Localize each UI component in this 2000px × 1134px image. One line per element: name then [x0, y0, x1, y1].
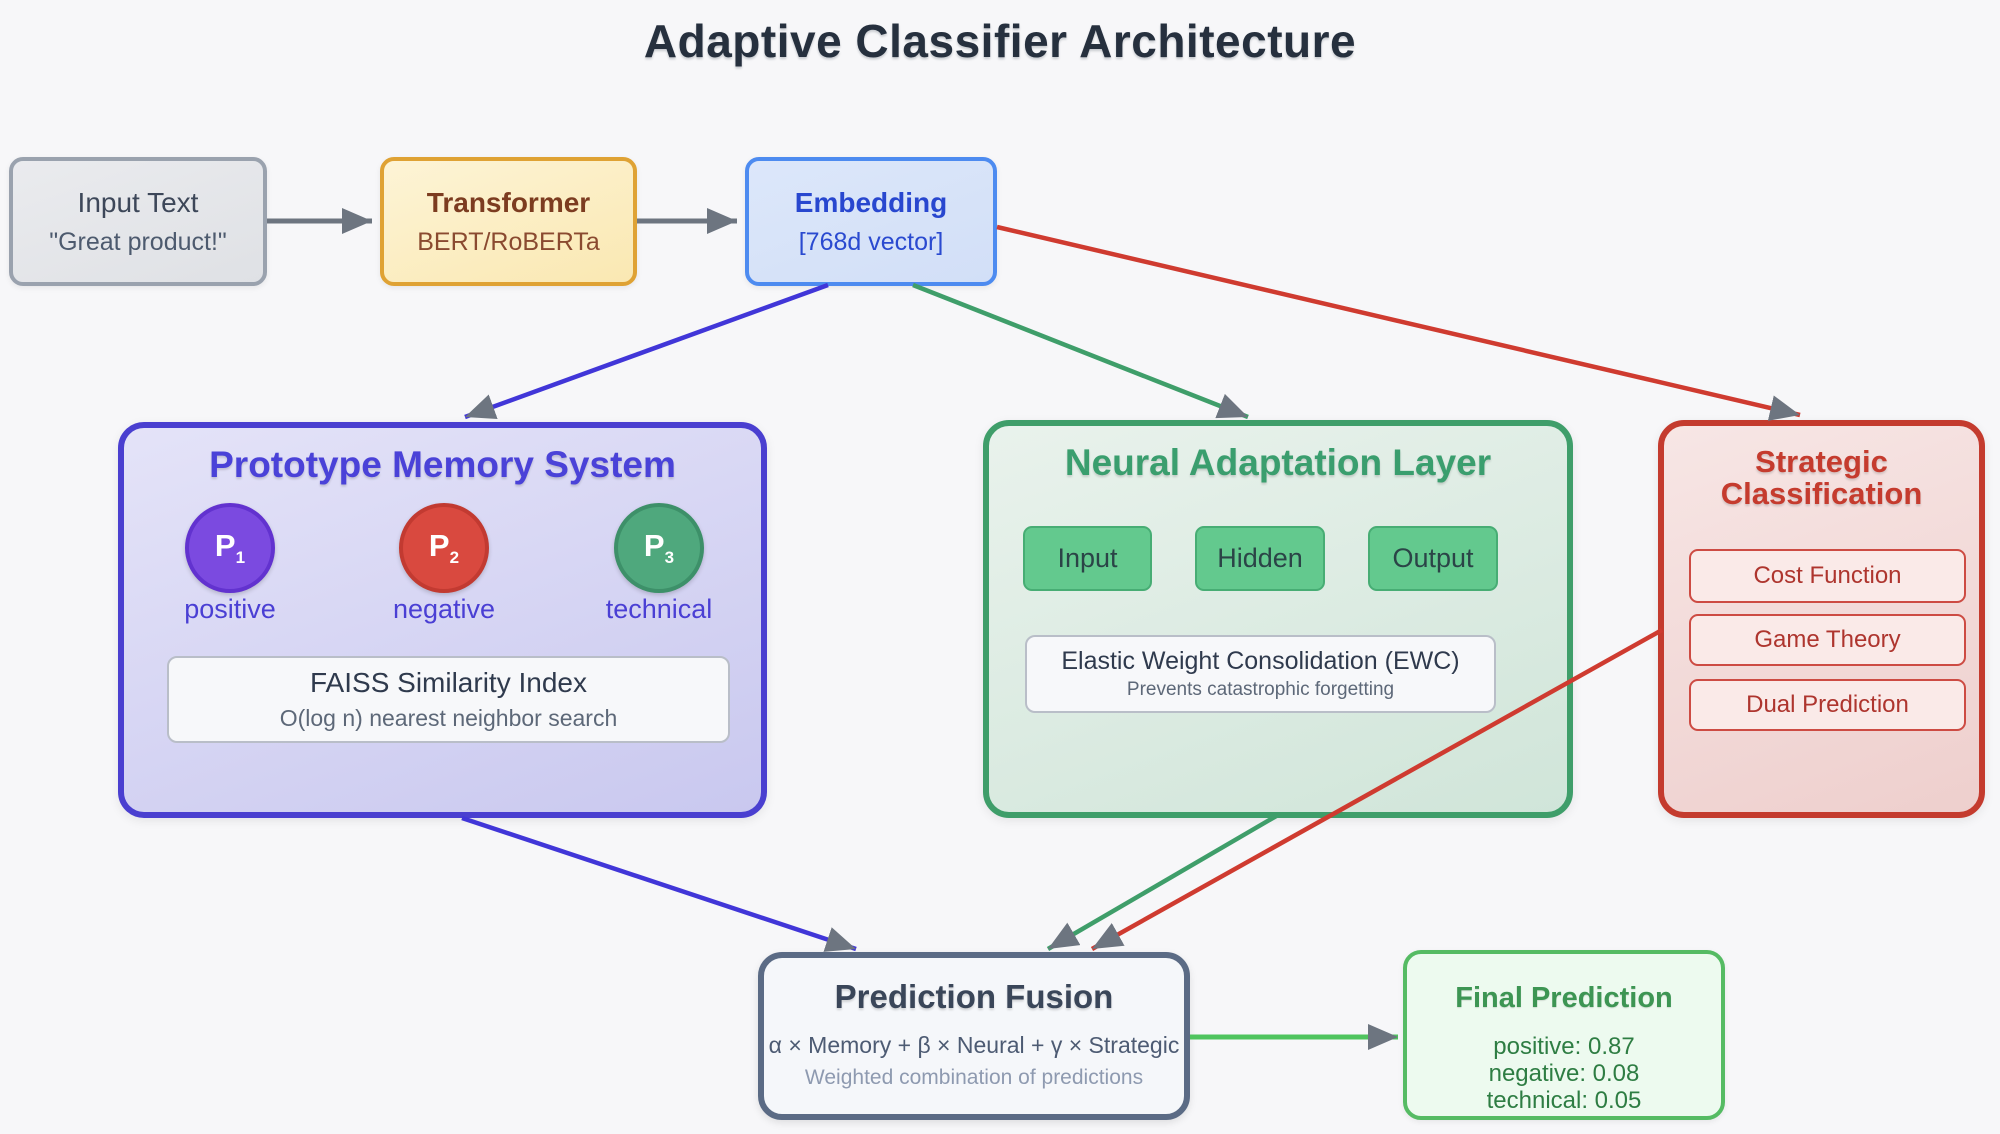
input-text-node: Input Text "Great product!" [9, 157, 267, 286]
prototype-circle-p2: P2 [399, 503, 489, 593]
strategic-item-dual-prediction: Dual Prediction [1689, 679, 1966, 731]
prototype-label-negative: negative [392, 594, 496, 624]
neural-adaptation-title: Neural Adaptation Layer [1064, 442, 1492, 483]
neural-adaptation-box: Neural Adaptation Layer Input Hidden Out… [983, 420, 1573, 818]
input-text-sample: "Great product!" [49, 228, 227, 256]
prototype-p2-symbol: P2 [428, 527, 460, 568]
arrow-embedding-to-prototype [464, 282, 829, 420]
faiss-title: FAISS Similarity Index [310, 667, 587, 698]
transformer-node: Transformer BERT/RoBERTa [380, 157, 637, 286]
prototype-circle-p3: P3 [614, 503, 704, 593]
strategic-title-line2: Classification [1720, 476, 1923, 511]
strategic-item-cost-function: Cost Function [1689, 549, 1966, 603]
prediction-fusion-title: Prediction Fusion [834, 978, 1114, 1015]
prototype-p3-symbol: P3 [643, 527, 675, 568]
prototype-circle-p1: P1 [185, 503, 275, 593]
prediction-fusion-subtitle: Weighted combination of predictions [804, 1066, 1144, 1089]
layer-chip-hidden: Hidden [1195, 526, 1325, 591]
embedding-node: Embedding [768d vector] [745, 157, 997, 286]
strategic-title-line1: Strategic [1755, 444, 1888, 479]
transformer-model: BERT/RoBERTa [417, 228, 600, 256]
arrow-prototype-to-fusion [461, 815, 857, 952]
strategic-classification-box: Strategic Classification Cost Function G… [1658, 420, 1985, 818]
strategic-item-game-theory: Game Theory [1689, 614, 1966, 666]
prototype-memory-title: Prototype Memory System [209, 444, 676, 485]
ewc-subtitle: Prevents catastrophic forgetting [1126, 679, 1395, 700]
arrow-embedding-to-neural [912, 282, 1249, 420]
arrow-embedding-to-strategic [996, 224, 1801, 421]
faiss-subtitle: O(log n) nearest neighbor search [279, 705, 618, 731]
layer-chip-input: Input [1023, 526, 1152, 591]
prototype-memory-box: Prototype Memory System P1 P2 P3 positiv… [118, 422, 767, 818]
prototype-label-positive: positive [184, 594, 276, 624]
embedding-dims: [768d vector] [798, 228, 944, 256]
faiss-index-card: FAISS Similarity Index O(log n) nearest … [167, 656, 730, 743]
prediction-fusion-box: Prediction Fusion α × Memory + β × Neura… [758, 952, 1190, 1120]
prediction-fusion-formula: α × Memory + β × Neural + γ × Strategic [768, 1032, 1180, 1058]
final-result-technical: technical: 0.05 [1486, 1087, 1642, 1114]
ewc-card: Elastic Weight Consolidation (EWC) Preve… [1025, 635, 1496, 713]
transformer-title: Transformer [426, 187, 591, 218]
final-result-negative: negative: 0.08 [1488, 1060, 1640, 1087]
strategic-classification-title: Strategic Classification [1664, 446, 1979, 510]
page-title: Adaptive Classifier Architecture [643, 15, 1357, 67]
embedding-title: Embedding [794, 187, 948, 218]
final-prediction-title: Final Prediction [1455, 982, 1673, 1014]
ewc-title: Elastic Weight Consolidation (EWC) [1061, 647, 1460, 675]
layer-chip-output: Output [1368, 526, 1498, 591]
prototype-label-technical: technical [605, 594, 713, 624]
prototype-p1-symbol: P1 [214, 527, 246, 568]
arrow-neural-to-fusion [1046, 813, 1280, 951]
input-text-title: Input Text [77, 187, 199, 218]
final-prediction-box: Final Prediction positive: 0.87 negative… [1403, 950, 1725, 1120]
final-result-positive: positive: 0.87 [1493, 1033, 1635, 1060]
